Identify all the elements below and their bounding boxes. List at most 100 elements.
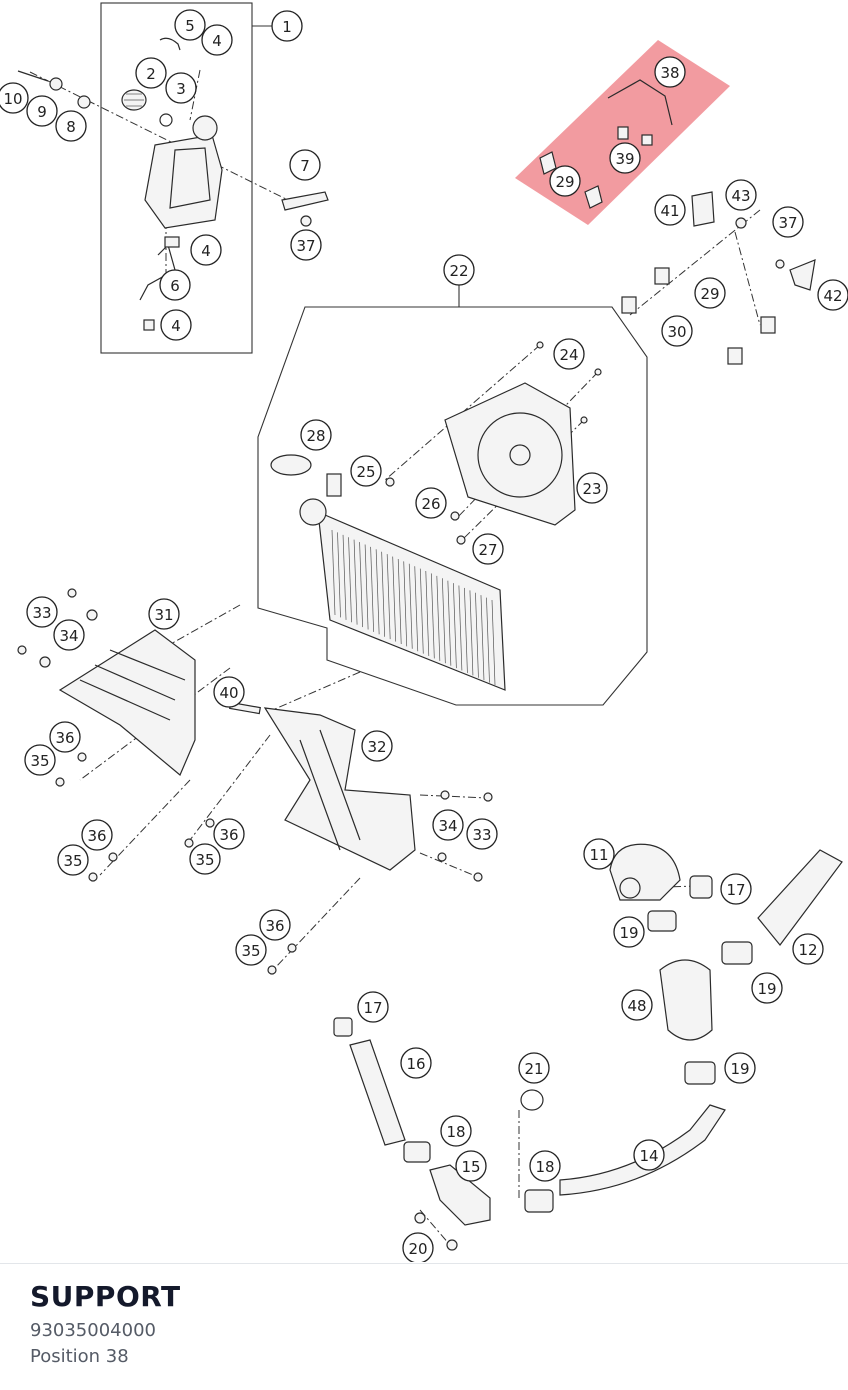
callout-circle (654, 56, 686, 88)
callout-label: 4 (212, 32, 222, 50)
callout-circle (290, 229, 322, 261)
callout-label: 32 (367, 738, 386, 756)
callout-circle (466, 818, 498, 850)
callout-17[interactable]: 17 (357, 991, 389, 1023)
callout-circle (26, 596, 58, 628)
callout-19[interactable]: 19 (751, 972, 783, 1004)
callout-41[interactable]: 41 (654, 194, 686, 226)
callout-circle (661, 315, 693, 347)
part-number: 93035004000 (30, 1320, 156, 1341)
callout-circle (792, 933, 824, 965)
callout-22[interactable]: 22 (443, 254, 475, 286)
callout-36[interactable]: 36 (49, 721, 81, 753)
callout-42[interactable]: 42 (817, 279, 848, 311)
callout-18[interactable]: 18 (529, 1150, 561, 1182)
callout-label: 35 (195, 851, 214, 869)
callout-circle (432, 809, 464, 841)
callout-circle (26, 95, 58, 127)
callout-11[interactable]: 11 (583, 838, 615, 870)
callout-circle (57, 844, 89, 876)
callout-25[interactable]: 25 (350, 455, 382, 487)
callout-24[interactable]: 24 (553, 338, 585, 370)
callout-label: 34 (59, 627, 78, 645)
callout-35[interactable]: 35 (235, 934, 267, 966)
callout-circle (724, 1052, 756, 1084)
callout-39[interactable]: 39 (609, 142, 641, 174)
callout-29[interactable]: 29 (694, 277, 726, 309)
callout-10[interactable]: 10 (0, 82, 29, 114)
callout-18[interactable]: 18 (440, 1115, 472, 1147)
callout-label: 37 (778, 214, 797, 232)
callout-6[interactable]: 6 (159, 269, 191, 301)
callout-20[interactable]: 20 (402, 1232, 434, 1262)
callout-7[interactable]: 7 (289, 149, 321, 181)
callout-label: 1 (282, 18, 292, 36)
callout-label: 35 (30, 752, 49, 770)
callout-34[interactable]: 34 (53, 619, 85, 651)
callout-15[interactable]: 15 (455, 1150, 487, 1182)
callout-37[interactable]: 37 (772, 206, 804, 238)
callout-circle (583, 838, 615, 870)
callout-48[interactable]: 48 (621, 989, 653, 1021)
callout-3[interactable]: 3 (165, 72, 197, 104)
callout-27[interactable]: 27 (472, 533, 504, 565)
callout-30[interactable]: 30 (661, 315, 693, 347)
callout-35[interactable]: 35 (24, 744, 56, 776)
callout-circle (135, 57, 167, 89)
callout-circle (165, 72, 197, 104)
callout-4[interactable]: 4 (190, 234, 222, 266)
callout-label: 33 (32, 604, 51, 622)
callout-circle (694, 277, 726, 309)
callout-35[interactable]: 35 (57, 844, 89, 876)
callout-28[interactable]: 28 (300, 419, 332, 451)
callout-23[interactable]: 23 (576, 472, 608, 504)
callout-circle (213, 676, 245, 708)
callout-circle (443, 254, 475, 286)
callout-36[interactable]: 36 (259, 909, 291, 941)
callout-12[interactable]: 12 (792, 933, 824, 965)
callout-32[interactable]: 32 (361, 730, 393, 762)
callout-31[interactable]: 31 (148, 598, 180, 630)
callout-36[interactable]: 36 (213, 818, 245, 850)
callout-5[interactable]: 5 (174, 9, 206, 41)
callout-40[interactable]: 40 (213, 676, 245, 708)
callout-label: 8 (66, 118, 76, 136)
callout-4[interactable]: 4 (201, 24, 233, 56)
callout-label: 17 (363, 999, 382, 1017)
callout-33[interactable]: 33 (466, 818, 498, 850)
callout-26[interactable]: 26 (415, 487, 447, 519)
callout-43[interactable]: 43 (725, 179, 757, 211)
callout-19[interactable]: 19 (724, 1052, 756, 1084)
callout-circle (402, 1232, 434, 1262)
callout-circle (300, 419, 332, 451)
callout-label: 40 (219, 684, 238, 702)
callout-14[interactable]: 14 (633, 1139, 665, 1171)
callout-2[interactable]: 2 (135, 57, 167, 89)
callout-36[interactable]: 36 (81, 819, 113, 851)
callout-9[interactable]: 9 (26, 95, 58, 127)
callout-4[interactable]: 4 (160, 309, 192, 341)
callout-38[interactable]: 38 (654, 56, 686, 88)
callout-1[interactable]: 1 (271, 10, 303, 42)
callout-17[interactable]: 17 (720, 873, 752, 905)
hose-parts (333, 843, 843, 1251)
callout-34[interactable]: 34 (432, 809, 464, 841)
callout-label: 29 (555, 173, 574, 191)
callout-37[interactable]: 37 (290, 229, 322, 261)
callout-19[interactable]: 19 (613, 916, 645, 948)
callout-label: 9 (37, 103, 47, 121)
callout-29[interactable]: 29 (549, 165, 581, 197)
callout-label: 12 (798, 941, 817, 959)
callout-21[interactable]: 21 (518, 1052, 550, 1084)
expansion-tank-parts (17, 37, 329, 331)
callout-circle (81, 819, 113, 851)
callout-circle (357, 991, 389, 1023)
part-info-panel: SUPPORT 93035004000 Position 38 (30, 1278, 820, 1370)
callout-16[interactable]: 16 (400, 1047, 432, 1079)
callout-35[interactable]: 35 (189, 843, 221, 875)
callout-circle (259, 909, 291, 941)
callout-33[interactable]: 33 (26, 596, 58, 628)
callout-8[interactable]: 8 (55, 110, 87, 142)
callout-circle (189, 843, 221, 875)
callout-label: 48 (627, 997, 646, 1015)
